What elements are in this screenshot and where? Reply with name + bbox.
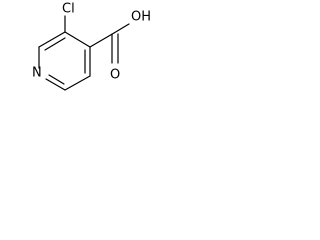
hydroxyl-label: OH — [131, 10, 151, 25]
chlorine-label: Cl — [62, 2, 75, 17]
chemical-structure: Cl N O OH — [32, 2, 151, 91]
bond-c5-c6 — [64, 75, 91, 91]
bond-carboxyl-oh — [113, 23, 130, 34]
carbonyl-oxygen-label: O — [110, 68, 120, 83]
bond-c4-carboxyl — [89, 32, 115, 48]
bond-c6-n1 — [45, 78, 66, 91]
pyridine-ring — [38, 31, 91, 91]
atom-labels: Cl N O OH — [32, 2, 151, 83]
bond-c2-c3 — [38, 31, 66, 48]
bond-c3-c4 — [64, 31, 91, 48]
substituents — [64, 15, 130, 64]
nitrogen-label: N — [32, 66, 42, 81]
bond-c6-n1-inner — [48, 74, 65, 85]
bond-c2-c3-inner — [44, 37, 66, 51]
